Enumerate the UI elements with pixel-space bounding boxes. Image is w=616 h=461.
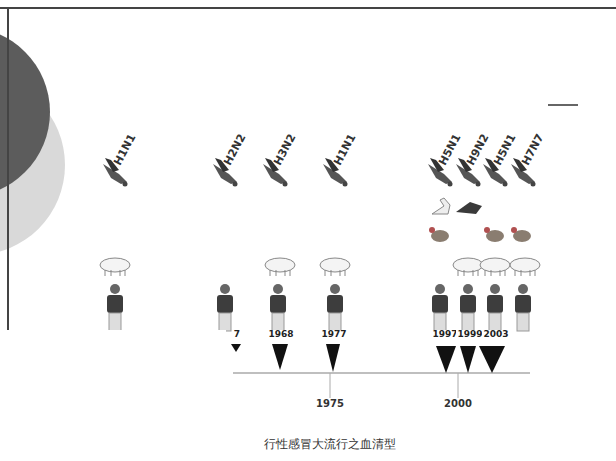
slide-border <box>7 8 9 342</box>
event-marker <box>479 346 505 373</box>
person-legs <box>272 313 284 331</box>
bird-head <box>343 182 348 187</box>
chicken-icon <box>429 227 449 242</box>
person-body <box>270 295 286 313</box>
year-label: 1968 <box>267 330 294 339</box>
year-label: 7 <box>233 330 241 339</box>
chicken-head <box>511 227 517 233</box>
axis-label: 1975 <box>316 399 344 409</box>
mask <box>0 330 226 461</box>
serotype-label: H9N2 <box>465 132 491 167</box>
pig-legs <box>270 270 290 276</box>
caption: 行性感冒大流行之血清型 <box>264 438 396 450</box>
person-head <box>435 284 445 294</box>
bird-head <box>448 182 453 187</box>
pig-icon <box>100 258 130 276</box>
serotype-label: H2N2 <box>222 132 248 167</box>
person-legs <box>517 313 529 331</box>
person-body <box>327 295 343 313</box>
person-icon <box>460 284 476 331</box>
person-head <box>463 284 473 294</box>
person-head <box>330 284 340 294</box>
person-head <box>518 284 528 294</box>
person-body <box>487 295 503 313</box>
person-icon <box>432 284 448 331</box>
goose-icon <box>432 198 450 214</box>
person-icon <box>217 284 233 331</box>
person-body <box>515 295 531 313</box>
bird-head <box>123 182 128 187</box>
person-icon <box>107 284 123 331</box>
person-body <box>432 295 448 313</box>
pig-body <box>100 258 130 272</box>
person-legs <box>109 313 121 331</box>
bird-head <box>233 182 238 187</box>
chicken-head <box>484 227 490 233</box>
pig-legs <box>485 270 505 276</box>
person-head <box>273 284 283 294</box>
bird-head <box>476 182 481 187</box>
axis-tick <box>458 373 459 398</box>
person-legs <box>489 313 501 331</box>
person-icon <box>327 284 343 331</box>
person-body <box>217 295 233 313</box>
person-head <box>490 284 500 294</box>
serotype-label: H5N1 <box>492 132 518 167</box>
person-legs <box>329 313 341 331</box>
serotype-label: H3N2 <box>272 132 298 167</box>
axis-tick <box>330 373 331 398</box>
timeline-axis <box>233 372 530 374</box>
person-body <box>460 295 476 313</box>
bird-head <box>283 182 288 187</box>
pig-legs <box>325 270 345 276</box>
serotype-label: H1N1 <box>112 132 138 167</box>
pig-legs <box>105 270 125 276</box>
serotype-label: H7N7 <box>520 132 546 167</box>
year-label: 1997 <box>431 330 458 339</box>
pig-body <box>453 258 483 272</box>
pig-icon <box>480 258 510 276</box>
pig-legs <box>458 270 478 276</box>
icon-layer <box>0 158 540 461</box>
person-legs <box>434 313 446 331</box>
slide-border <box>0 7 616 9</box>
person-icon <box>487 284 503 331</box>
person-head <box>110 284 120 294</box>
year-label: 1977 <box>320 330 347 339</box>
pig-icon <box>320 258 350 276</box>
axis-label: 2000 <box>444 399 472 409</box>
eagle-icon <box>456 202 482 214</box>
person-body <box>107 295 123 313</box>
decor-line <box>548 104 578 106</box>
event-marker <box>272 344 288 370</box>
pig-icon <box>510 258 540 276</box>
chicken-head <box>429 227 435 233</box>
pig-legs <box>515 270 535 276</box>
pig-icon <box>453 258 483 276</box>
person-icon <box>515 284 531 331</box>
year-label: 2003 <box>482 330 509 339</box>
person-legs <box>462 313 474 331</box>
person-icon <box>270 284 286 331</box>
serotype-label: H1N1 <box>332 132 358 167</box>
bird-head <box>531 182 536 187</box>
pig-body <box>265 258 295 272</box>
event-marker <box>231 344 241 352</box>
year-label: 1999 <box>456 330 483 339</box>
serotype-label: H5N1 <box>437 132 463 167</box>
pig-body <box>320 258 350 272</box>
chicken-icon <box>484 227 504 242</box>
chicken-icon <box>511 227 531 242</box>
pig-body <box>510 258 540 272</box>
bird-head <box>503 182 508 187</box>
pig-icon <box>265 258 295 276</box>
event-marker <box>460 346 476 373</box>
event-marker <box>326 344 340 372</box>
pig-body <box>480 258 510 272</box>
person-legs <box>219 313 231 331</box>
event-marker <box>436 346 456 373</box>
person-head <box>220 284 230 294</box>
